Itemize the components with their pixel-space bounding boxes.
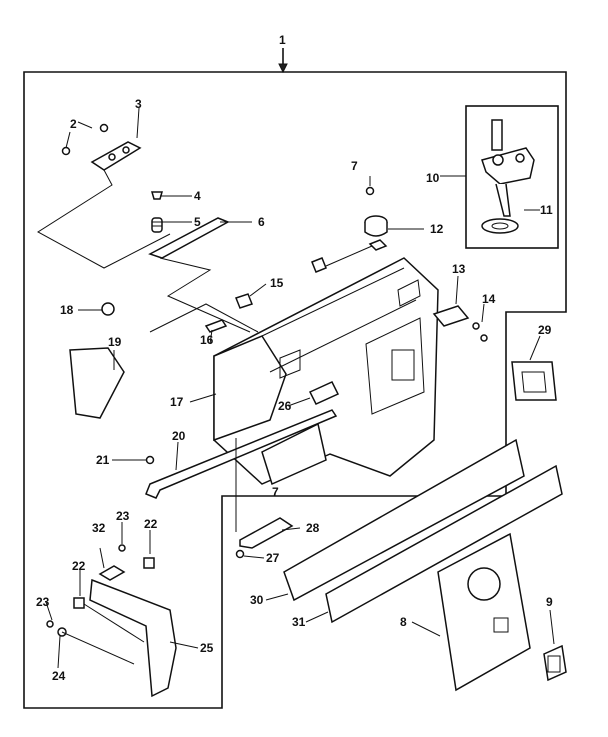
part-20-lever <box>145 409 338 499</box>
callout-22-a: 22 <box>144 517 158 531</box>
part-22-nut-b <box>73 597 85 609</box>
callout-23-a: 23 <box>116 509 130 523</box>
callout-22-b: 22 <box>72 559 86 573</box>
callout-5: 5 <box>194 215 201 229</box>
callout-26: 26 <box>278 399 292 413</box>
callout-7-a: 7 <box>351 159 358 173</box>
part-12-hub <box>364 186 388 251</box>
callout-25: 25 <box>200 641 214 655</box>
part-13-plate <box>432 305 470 327</box>
callout-13: 13 <box>452 262 466 276</box>
part-22-nut-a <box>143 557 155 569</box>
part-28-bracket <box>239 517 294 549</box>
callout-21: 21 <box>96 453 110 467</box>
callout-14: 14 <box>482 292 496 306</box>
callout-3: 3 <box>135 97 142 111</box>
callout-23-b: 23 <box>36 595 50 609</box>
part-32-block <box>98 565 126 581</box>
leader-lines <box>45 107 555 669</box>
callout-7-b: 7 <box>272 485 279 499</box>
part-15-plate-b <box>235 293 253 309</box>
callout-11: 11 <box>540 203 553 217</box>
part-11-washer <box>481 218 519 234</box>
callout-27: 27 <box>266 551 280 565</box>
callout-4: 4 <box>194 189 201 203</box>
part-29-plate <box>511 361 557 401</box>
inset-box <box>465 105 559 249</box>
part-23-screw-a <box>118 544 126 552</box>
part-25-frame <box>89 578 177 698</box>
part-2-screws <box>61 123 109 156</box>
part-15-plate-a <box>311 257 327 273</box>
part-3-bracket <box>90 141 142 171</box>
callout-2: 2 <box>70 117 77 131</box>
part-18-button <box>101 302 115 316</box>
part-10-mechanism <box>481 119 535 217</box>
callout-labels: 1 3 2 4 5 6 7 10 11 12 13 14 15 16 17 18… <box>36 33 553 683</box>
callout-29: 29 <box>538 323 552 337</box>
callout-12: 12 <box>430 222 444 236</box>
callout-15: 15 <box>270 276 284 290</box>
callout-18: 18 <box>60 303 74 317</box>
part-31-strip <box>325 464 563 624</box>
callout-20: 20 <box>172 429 186 443</box>
housing <box>213 257 439 486</box>
part-19-shield <box>69 347 125 419</box>
callout-6: 6 <box>258 215 265 229</box>
part-14-screw-b <box>480 334 488 342</box>
part-9-lamp <box>543 644 567 682</box>
part-23-screw-b <box>46 620 54 628</box>
part-8-cover <box>437 532 531 692</box>
part-4-5 <box>151 191 163 233</box>
callout-17: 17 <box>170 395 184 409</box>
callout-31: 31 <box>292 615 306 629</box>
callout-24: 24 <box>52 669 66 683</box>
part-27-screw <box>235 549 245 559</box>
callout-19: 19 <box>108 335 122 349</box>
part-14-screw-a <box>472 322 480 330</box>
part-16-clip <box>204 319 228 333</box>
callout-32: 32 <box>92 521 106 535</box>
callout-30: 30 <box>250 593 264 607</box>
callout-28: 28 <box>306 521 320 535</box>
callout-16: 16 <box>200 333 214 347</box>
callout-10: 10 <box>426 171 440 185</box>
callout-9: 9 <box>546 595 553 609</box>
callout-8: 8 <box>400 615 407 629</box>
part-30-strip <box>283 438 525 602</box>
callout-1: 1 <box>279 33 286 47</box>
